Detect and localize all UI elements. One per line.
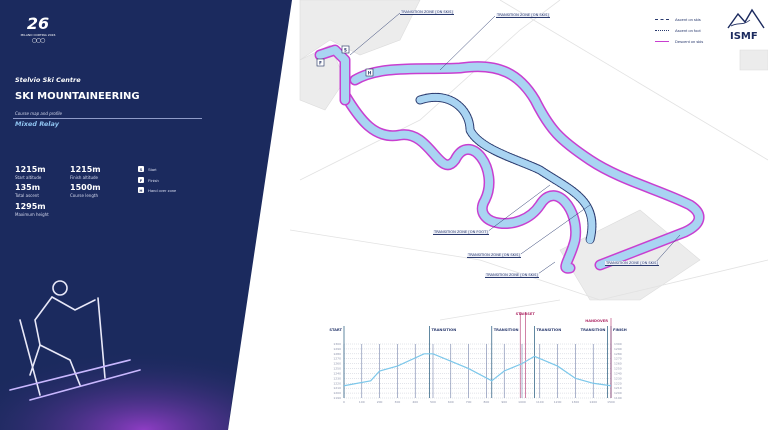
marker-label: FINISH (613, 328, 627, 332)
y-tick-label-right: 1200 (614, 391, 622, 395)
x-tick-label: 1100 (536, 400, 544, 404)
x-tick-label: 200 (377, 400, 383, 404)
elevation-profile-line (343, 353, 612, 387)
page-subtitle: Course map and profile (15, 111, 62, 116)
x-tick-label: 400 (412, 400, 418, 404)
y-tick-label-right: 1280 (614, 352, 622, 356)
marker-label: TRANSITION (431, 328, 456, 332)
zone-label: TRANSITION ZONE [ON SKIS] (496, 13, 550, 18)
svg-text:S: S (344, 48, 347, 53)
zone-label: TRANSITION ZONE [ON SKIS] (605, 261, 659, 266)
y-tick-label: 1290 (333, 347, 341, 351)
zone-label: TRANSITION ZONE [ON SKIS] (485, 273, 539, 278)
y-tick-label-right: 1220 (614, 381, 622, 385)
course (314, 44, 705, 274)
marker-label: TRANSITION (581, 328, 606, 332)
legend-descent-skis: Descent on skis (655, 39, 703, 44)
marker-label: TRANSITION (494, 328, 519, 332)
x-tick-label: 1500 (607, 400, 615, 404)
x-tick-label: 900 (501, 400, 507, 404)
skier-illustration (9, 280, 141, 401)
x-tick-label: 800 (484, 400, 490, 404)
legend-ascent-foot: Ascent on foot (655, 28, 701, 33)
y-tick-label: 1280 (333, 352, 341, 356)
x-tick-label: 700 (466, 400, 472, 404)
y-tick-label-right: 1260 (614, 362, 622, 366)
y-tick-label: 1200 (333, 391, 341, 395)
page-title: SKI MOUNTAINEERING (15, 91, 140, 102)
ismf-logo: ISMF (730, 31, 758, 42)
x-tick-label: 1400 (589, 400, 597, 404)
y-tick-label: 1210 (333, 386, 341, 390)
y-tick-label-right: 1250 (614, 367, 622, 371)
y-tick-label-right: 1210 (614, 386, 622, 390)
svg-text:H: H (368, 71, 371, 76)
y-tick-label: 1220 (333, 381, 341, 385)
marker-label: START (329, 328, 342, 332)
legend-ascent-skis: Ascent on skis (655, 17, 701, 22)
x-tick-label: 1000 (518, 400, 526, 404)
zone-leaders (349, 12, 681, 277)
x-tick-label: 600 (448, 400, 454, 404)
olympic-logo: 26 MILANO CORTINA 2026 ○○○ (18, 14, 58, 44)
ismf-logo-mark (727, 8, 765, 29)
special-marker-label: STAIRSET (516, 312, 536, 316)
x-tick-label: 300 (395, 400, 401, 404)
left-panel (0, 0, 292, 430)
y-tick-label-right: 1270 (614, 357, 622, 361)
y-tick-label: 1230 (333, 376, 341, 380)
y-tick-label-right: 1240 (614, 371, 622, 375)
y-tick-label-right: 1230 (614, 376, 622, 380)
y-tick-label-right: 1300 (614, 342, 622, 346)
course-badges: F S H (316, 45, 374, 77)
x-tick-label: 500 (430, 400, 436, 404)
x-tick-label: 100 (359, 400, 365, 404)
special-marker-label: HANDOVER (585, 319, 608, 323)
x-tick-label: 1200 (554, 400, 562, 404)
zone-label: TRANSITION ZONE [ON SKIS] (467, 253, 521, 258)
zone-label: TRANSITION ZONE [ON SKIS] (400, 10, 454, 15)
marker-label: TRANSITION (536, 328, 561, 332)
y-tick-label: 1250 (333, 367, 341, 371)
divider (13, 118, 202, 119)
y-tick-label: 1270 (333, 357, 341, 361)
y-tick-label: 1240 (333, 371, 341, 375)
y-tick-label: 1190 (333, 396, 341, 400)
y-tick-label-right: 1190 (614, 396, 622, 400)
zone-label: TRANSITION ZONE [ON FOOT] (433, 230, 489, 235)
x-tick-label: 1300 (572, 400, 580, 404)
x-tick-label: 0 (343, 400, 345, 404)
y-tick-label: 1260 (333, 362, 341, 366)
svg-text:F: F (319, 61, 322, 66)
y-tick-label: 1300 (333, 342, 341, 346)
olympic-rings-icon: ○○○ (31, 37, 46, 44)
venue-name: Stelvio Ski Centre (15, 76, 81, 84)
y-tick-label-right: 1290 (614, 347, 622, 351)
event-name: Mixed Relay (15, 120, 59, 128)
